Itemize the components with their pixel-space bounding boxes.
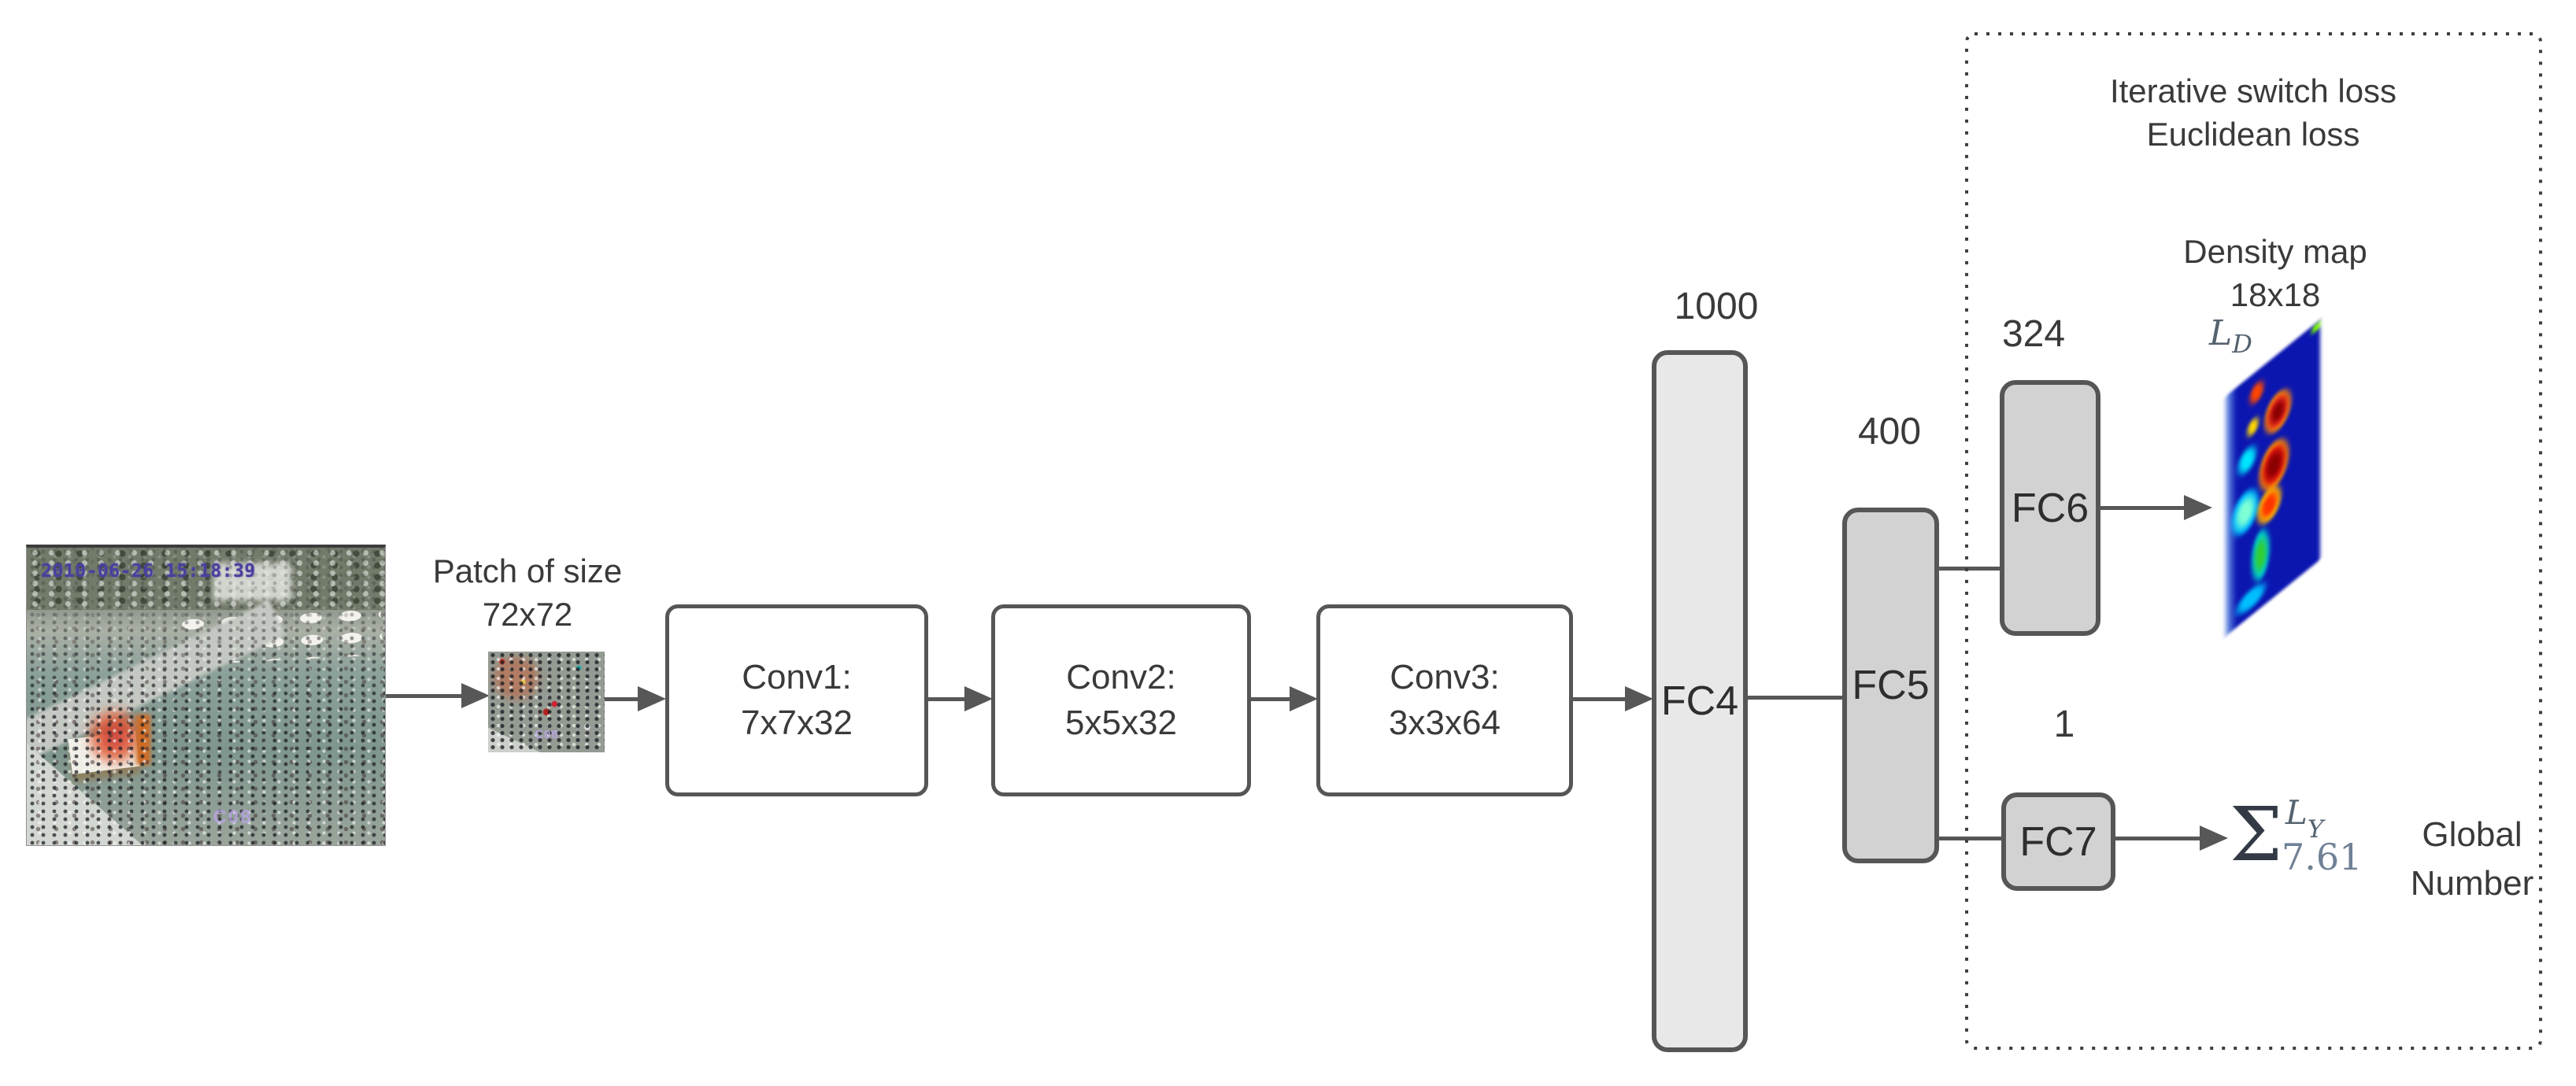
conv2-name: Conv2: (1066, 658, 1176, 696)
fc6-units-label: 324 (2001, 313, 2066, 355)
fc5-units-label: 400 (1857, 411, 1922, 452)
arrowhead-icon (2200, 826, 2228, 851)
arrow-line (2100, 506, 2184, 510)
connector-fc4-to-fc5 (1748, 696, 1842, 700)
fc7-units-label: 1 (2053, 704, 2075, 745)
global-number-label: Global Number (2410, 815, 2534, 903)
connector-fc5-to-fc6 (1939, 567, 2000, 571)
fc4-label: FC4 (1660, 678, 1739, 724)
camera-watermark: C08 (213, 806, 253, 828)
patch-watermark: C08 (535, 728, 559, 742)
conv3-name: Conv3: (1390, 658, 1500, 696)
fc4-units-label: 1000 (1674, 286, 1759, 327)
density-map-title: Density map 18x18 (2183, 233, 2367, 313)
sum-symbol: Σ (2230, 792, 2283, 878)
fc4-layer-box: FC4 (1652, 350, 1748, 1052)
arrow-line (605, 697, 638, 701)
arrow-line (928, 697, 964, 701)
conv1-kernel: 7x7x32 (741, 704, 853, 742)
fc5-label: FC5 (1852, 663, 1930, 708)
patch-size-label: Patch of size 72x72 (432, 552, 623, 633)
conv2-kernel: 5x5x32 (1065, 704, 1177, 742)
sum-loss-symbol: LY (2285, 793, 2324, 844)
patch-crowd-speckle (488, 652, 605, 752)
arrowhead-icon (1290, 686, 1318, 711)
arrowhead-icon (964, 686, 993, 711)
arrowhead-icon (2184, 495, 2212, 520)
connector-fc5-to-fc7 (1939, 837, 2001, 840)
arrow-line (386, 694, 461, 698)
conv3-kernel: 3x3x64 (1389, 704, 1501, 742)
fc5-layer-box: FC5 (1842, 508, 1939, 863)
arrow-line (1251, 697, 1290, 701)
conv2-layer-box: Conv2: 5x5x32 (991, 604, 1251, 796)
input-crowd-image: 2010-06-26 15:18:39 C08 (26, 545, 386, 846)
patch-image: C08 (488, 652, 605, 752)
fc6-label: FC6 (2011, 485, 2089, 531)
crowd-speckle-texture (27, 548, 385, 845)
fc7-layer-box: FC7 (2001, 792, 2115, 891)
conv3-layer-box: Conv3: 3x3x64 (1316, 604, 1573, 796)
sum-value: 7.61 (2282, 836, 2363, 878)
fc6-layer-box: FC6 (2000, 380, 2100, 636)
density-loss-symbol: LD (2209, 313, 2252, 359)
fc7-label: FC7 (2019, 818, 2097, 865)
arrow-line (1573, 697, 1625, 701)
conv1-layer-box: Conv1: 7x7x32 (665, 604, 928, 796)
camera-timestamp: 2010-06-26 15:18:39 (41, 561, 256, 582)
arrowhead-icon (1625, 686, 1653, 711)
conv1-name: Conv1: (742, 658, 852, 696)
arrow-line (2115, 837, 2200, 840)
arrowhead-icon (638, 686, 666, 711)
loss-panel-title: Iterative switch loss Euclidean loss (2109, 72, 2397, 153)
arrowhead-icon (461, 683, 490, 708)
